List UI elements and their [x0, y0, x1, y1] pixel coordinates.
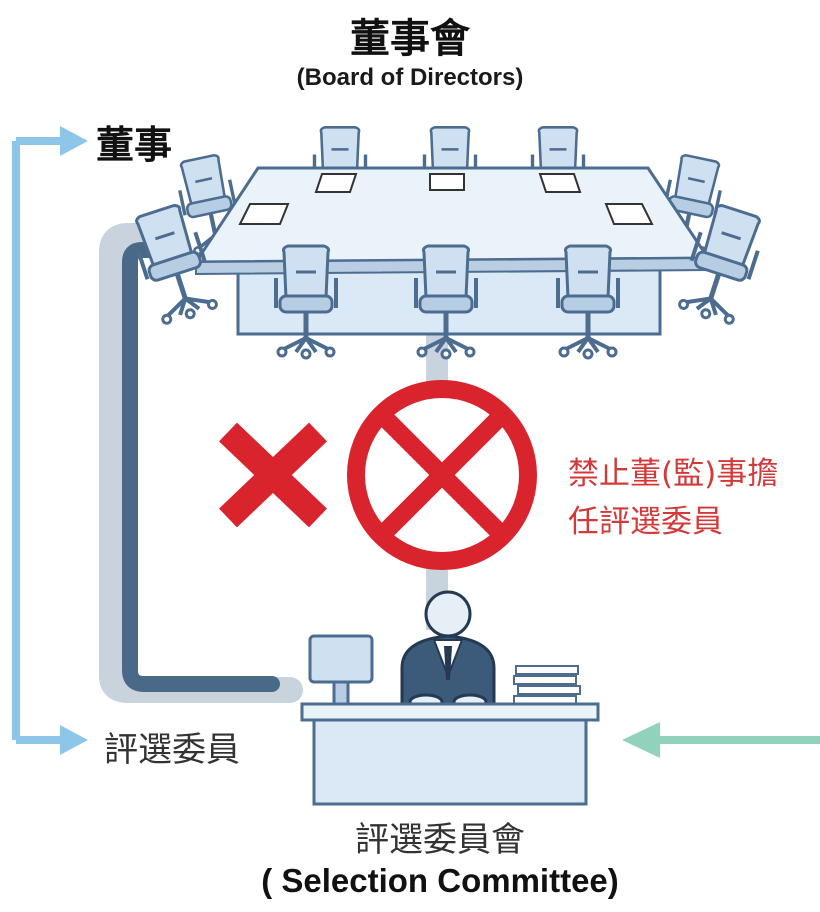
monitor-icon [308, 634, 374, 710]
right-incoming-arrow [622, 722, 820, 758]
prohibit-icon [347, 380, 537, 570]
prohibition-text-line1: 禁止董(監)事擔 [568, 456, 779, 492]
committee-desk [300, 590, 600, 806]
director-to-committee-connector [99, 223, 303, 703]
chair-icon [416, 246, 476, 358]
chair-icon [276, 246, 336, 358]
committee-subtitle: ( Selection Committee) [261, 862, 619, 899]
cross-icon [219, 422, 327, 528]
board-title: 董事會 [350, 16, 470, 62]
selection-member-label: 評選委員 [104, 730, 240, 770]
board-subtitle: (Board of Directors) [296, 64, 524, 91]
director-label: 董事 [96, 123, 173, 167]
document-icon [238, 173, 654, 225]
left-bracket-arrow [12, 126, 88, 755]
chair-icon [558, 246, 618, 358]
arrow-icon [622, 722, 660, 758]
arrow-icon [60, 126, 88, 156]
prohibition-text-line2: 任評選委員 [568, 504, 723, 540]
committee-title: 評選委員會 [355, 820, 525, 860]
person-icon [400, 590, 496, 711]
arrow-icon [60, 725, 88, 755]
front-chairs [276, 246, 618, 358]
paper-stack-icon [513, 665, 581, 705]
